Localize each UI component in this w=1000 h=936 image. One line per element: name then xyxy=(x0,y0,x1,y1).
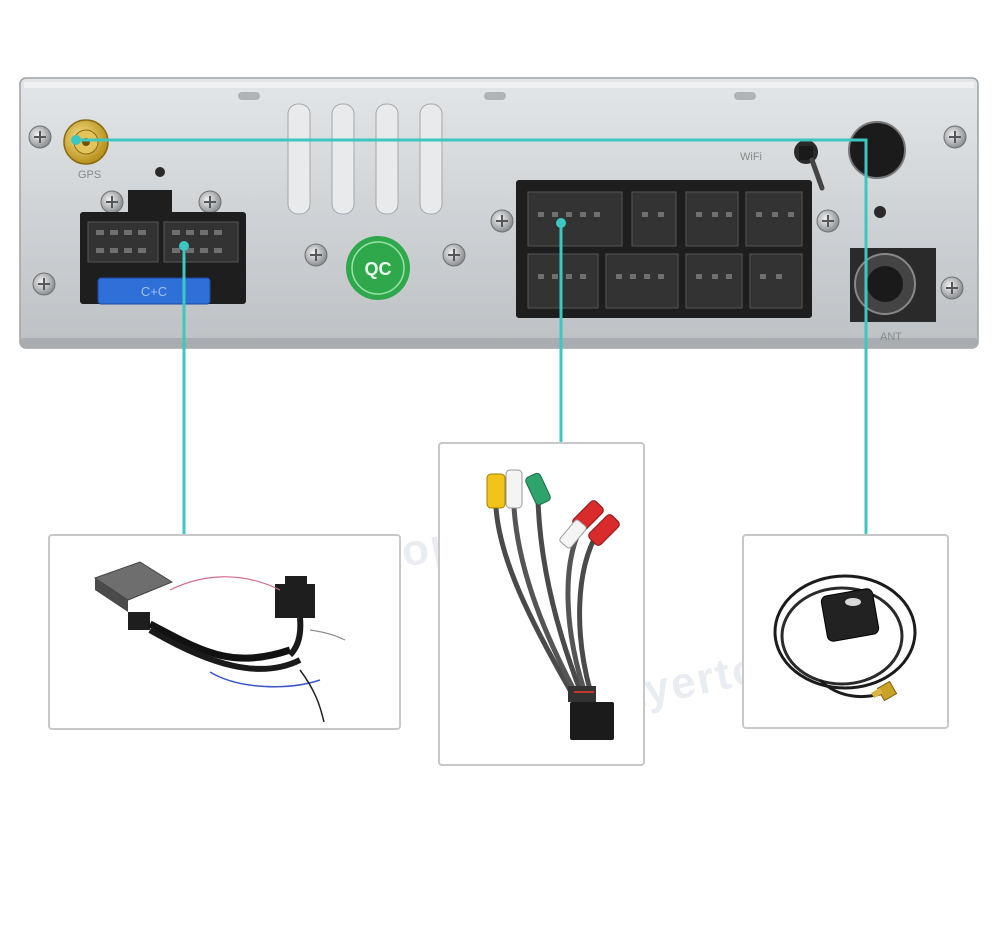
callout-dot xyxy=(556,218,566,228)
screw-icon xyxy=(304,243,328,267)
panel-slot xyxy=(238,92,260,100)
callout-box-power-harness xyxy=(48,534,401,730)
wifi-antenna xyxy=(794,140,825,191)
callout-dot xyxy=(179,241,189,251)
screw-icon xyxy=(816,209,840,233)
vent-slots xyxy=(287,103,443,215)
ant-port xyxy=(850,248,936,322)
gps-antenna-image xyxy=(773,574,917,702)
ant-label: ANT xyxy=(880,331,902,343)
screw-icon xyxy=(198,190,222,214)
callout-line-gps xyxy=(76,138,868,536)
screw-icon xyxy=(32,272,56,296)
fuse-label: C+C xyxy=(141,284,167,299)
screw-icon xyxy=(943,125,967,149)
panel-hole xyxy=(155,167,165,177)
gps-label: GPS xyxy=(78,169,101,181)
power-harness-image xyxy=(93,561,346,723)
panel-slot xyxy=(484,92,506,100)
multi-pin-connector xyxy=(516,180,812,318)
callout-dot xyxy=(71,135,81,145)
qc-sticker: QC xyxy=(346,236,410,300)
screw-icon xyxy=(442,243,466,267)
round-port xyxy=(848,121,906,179)
iso-connector xyxy=(80,190,246,305)
gps-port xyxy=(63,119,109,165)
screw-icon xyxy=(490,209,514,233)
screw-icon xyxy=(100,190,124,214)
sticker-text: QC xyxy=(365,259,392,279)
callout-lines xyxy=(76,138,868,536)
rca-cable-image xyxy=(486,469,620,740)
panel-slot xyxy=(734,92,756,100)
panel-hole xyxy=(874,206,886,218)
rear-panel: GPS C+C QC xyxy=(19,77,979,349)
fuse-holder xyxy=(97,277,211,305)
callout-box-gps-antenna xyxy=(742,534,949,729)
screw-icon xyxy=(28,125,52,149)
wifi-label: WiFi xyxy=(740,151,762,163)
callout-box-rca-av-cable xyxy=(438,442,645,766)
screw-icon xyxy=(940,276,964,300)
